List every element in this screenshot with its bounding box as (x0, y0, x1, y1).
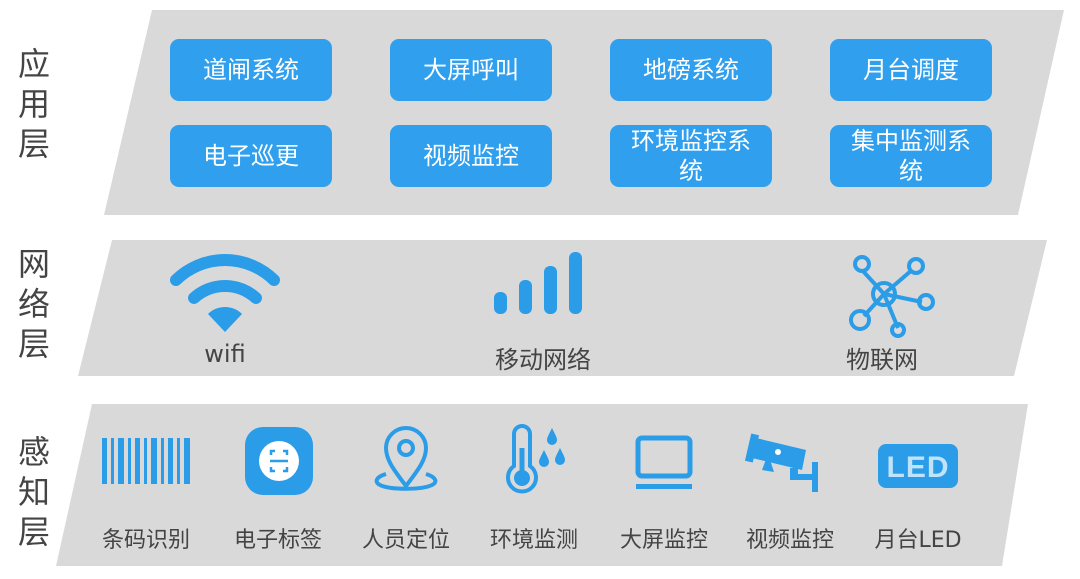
sensor-item-screen: 大屏监控 (614, 424, 714, 556)
perception-layer-title: 感知层 (17, 433, 50, 551)
barcode-icon (102, 438, 190, 484)
network-item-iot: 物联网 (822, 252, 942, 374)
svg-text:LED: LED (887, 451, 950, 484)
sensor-label-environment: 环境监测 (489, 528, 578, 553)
network-layer-title: 网络层 (17, 245, 50, 363)
sensor-label-camera: 视频监控 (745, 528, 834, 553)
network-item-wifi: wifi (160, 252, 290, 372)
signal-bars-icon (494, 252, 582, 314)
app-button-environment-monitoring[interactable]: 环境监控系统 (610, 125, 772, 187)
sensor-item-led: LED 月台LED (868, 424, 968, 556)
security-camera-icon (744, 433, 818, 492)
sensor-item-rfid: 电子标签 (228, 424, 328, 556)
network-label-mobile: 移动网络 (495, 346, 591, 374)
thermometer-drops-icon (506, 424, 565, 494)
rfid-tag-icon (245, 427, 313, 495)
app-button-patrol[interactable]: 电子巡更 (170, 125, 332, 187)
app-button-screen-call[interactable]: 大屏呼叫 (390, 39, 552, 101)
sensor-label-positioning: 人员定位 (361, 528, 450, 553)
app-button-video-surveillance[interactable]: 视频监控 (390, 125, 552, 187)
sensor-item-barcode: 条码识别 (96, 424, 196, 556)
sensor-label-led: 月台LED (874, 528, 962, 553)
network-item-mobile: 移动网络 (478, 252, 608, 374)
network-label-wifi: wifi (204, 340, 246, 368)
location-pin-icon (374, 426, 438, 491)
wifi-icon (170, 253, 280, 332)
network-label-iot: 物联网 (846, 346, 918, 374)
application-layer-title: 应用层 (17, 45, 50, 163)
sensor-item-camera: 视频监控 (740, 424, 840, 556)
app-button-centralized-monitoring[interactable]: 集中监测系统 (830, 125, 992, 187)
app-button-dock-scheduling[interactable]: 月台调度 (830, 39, 992, 101)
sensor-label-screen: 大屏监控 (619, 528, 708, 553)
app-button-barrier-gate[interactable]: 道闸系统 (170, 39, 332, 101)
monitor-icon (635, 435, 693, 489)
led-sign-icon: LED (878, 444, 958, 488)
sensor-item-positioning: 人员定位 (356, 424, 456, 556)
app-button-weighbridge[interactable]: 地磅系统 (610, 39, 772, 101)
sensor-label-rfid: 电子标签 (233, 528, 322, 553)
sensor-item-environment: 环境监测 (484, 424, 584, 556)
sensor-label-barcode: 条码识别 (101, 528, 190, 553)
network-nodes-icon (849, 255, 935, 338)
